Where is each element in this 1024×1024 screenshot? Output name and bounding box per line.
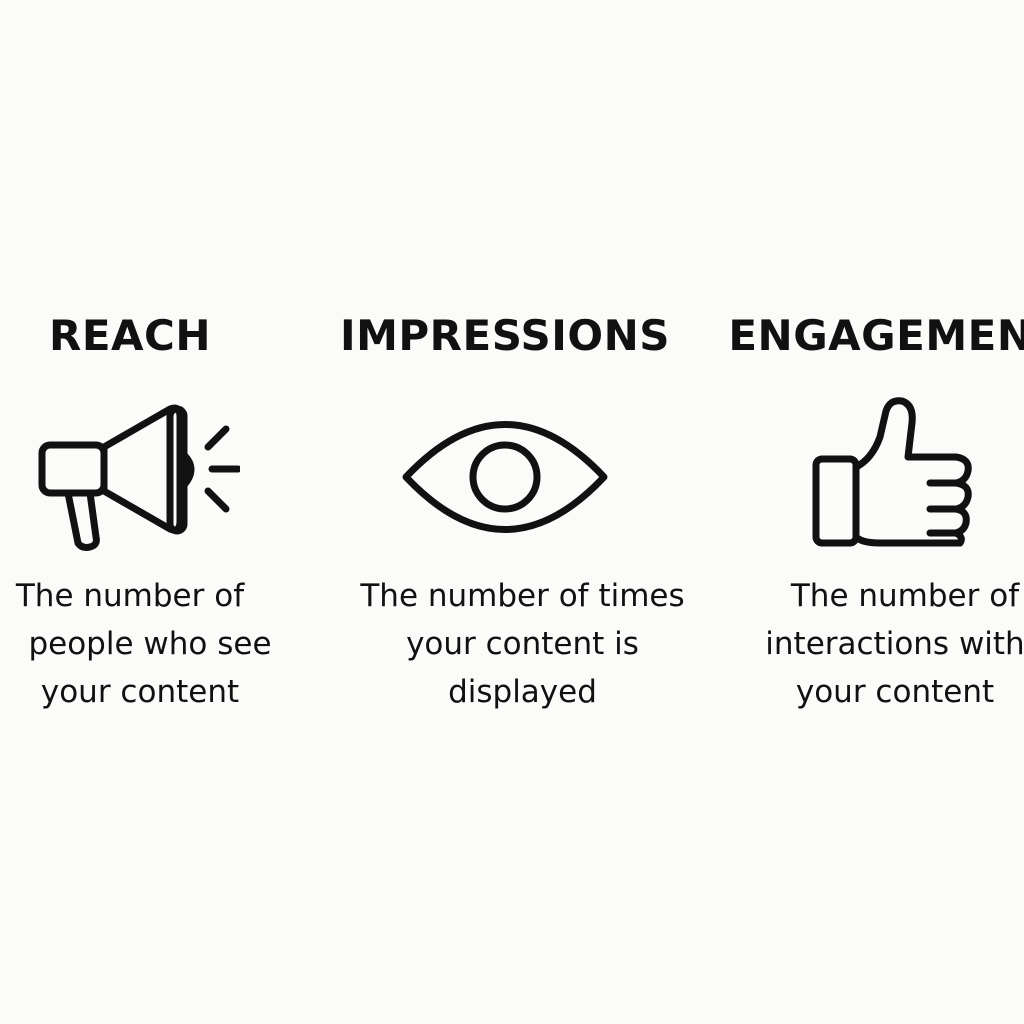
description-line: The number of times bbox=[360, 578, 685, 614]
megaphone-icon bbox=[0, 392, 330, 562]
description-line: people who see bbox=[28, 626, 272, 662]
impressions-title: IMPRESSIONS bbox=[339, 311, 671, 360]
reach-column: REACH The number of people who see your … bbox=[0, 300, 330, 716]
reach-title: REACH bbox=[48, 311, 211, 360]
impressions-description: The number of times your content is disp… bbox=[305, 572, 705, 716]
description-line: interactions with bbox=[765, 626, 1024, 662]
description-line: The number of bbox=[15, 578, 245, 614]
engagement-description: The number of interactions with your con… bbox=[695, 572, 1024, 716]
description-line: your content is bbox=[406, 626, 639, 662]
description-line: displayed bbox=[448, 674, 597, 710]
description-line: your content bbox=[40, 674, 240, 710]
thumbs-up-icon bbox=[695, 392, 1024, 562]
description-line: your content bbox=[795, 674, 995, 710]
impressions-column: IMPRESSIONS The number of times your con… bbox=[305, 300, 705, 716]
eye-icon bbox=[305, 392, 705, 562]
reach-description: The number of people who see your conten… bbox=[0, 572, 330, 716]
description-line: The number of bbox=[790, 578, 1020, 614]
